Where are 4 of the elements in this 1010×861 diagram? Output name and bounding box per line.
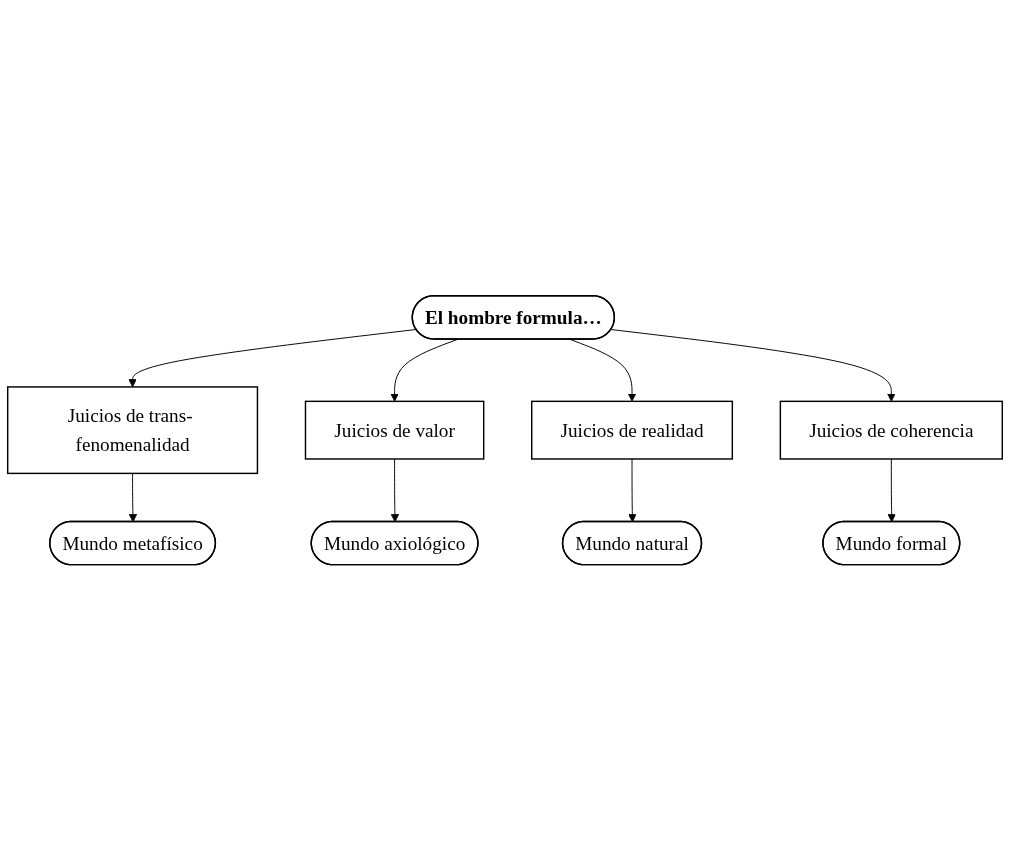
node-box: Juicios de trans- fenomenalidad xyxy=(7,386,259,475)
node-box: Juicios de valor xyxy=(304,400,485,461)
node-box: Juicios de coherencia xyxy=(779,400,1003,461)
node-box: Juicios de realidad xyxy=(531,400,734,461)
